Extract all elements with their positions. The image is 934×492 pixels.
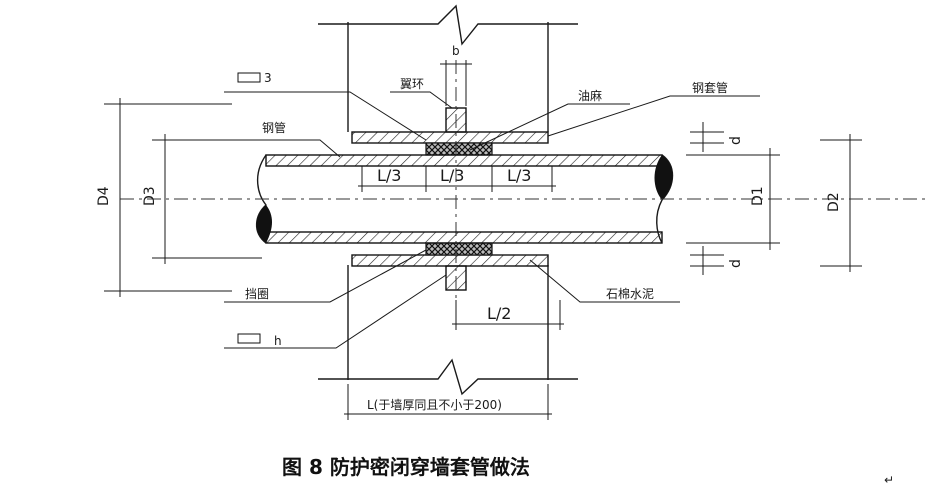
return-mark: ↵ — [884, 473, 894, 487]
packing — [352, 142, 548, 256]
l3-label-2: L/3 — [440, 166, 464, 185]
oakum-label: 油麻 — [578, 88, 602, 103]
wing-ring-label: 翼环 — [400, 77, 424, 91]
l3-label-1: L/3 — [377, 166, 401, 185]
thickness-3-label: 3 — [264, 71, 272, 85]
wall — [318, 4, 578, 396]
l3-label-3: L/3 — [507, 166, 531, 185]
retaining-ring-label: 挡圈 — [245, 287, 269, 301]
b-label: b — [452, 44, 460, 58]
steel-pipe — [120, 154, 930, 244]
l2-dimension: L/2 — [452, 300, 564, 330]
d4-label: D4 — [96, 186, 112, 206]
l-dimension: L(于墙厚同且不小于200) — [344, 384, 552, 420]
d1-label: D1 — [750, 186, 766, 206]
bottom-labels: 挡圈 石棉水泥 h — [224, 249, 680, 349]
left-dimensions: D4 D3 — [96, 98, 262, 297]
b-dimension: b — [440, 44, 472, 106]
right-dimensions: d d D1 D2 — [686, 122, 862, 275]
figure-caption: 图 8 防护密闭穿墙套管做法 — [282, 455, 530, 479]
thickness-h-label: h — [274, 334, 282, 348]
wing-ring — [445, 60, 467, 330]
wall-length-label: L(于墙厚同且不小于200) — [367, 398, 502, 412]
asbestos-cement-label: 石棉水泥 — [606, 287, 654, 301]
d2-label: D2 — [826, 192, 842, 212]
d-top-label: d — [728, 136, 744, 145]
steel-pipe-label: 钢管 — [262, 120, 286, 135]
l2-label: L/2 — [487, 304, 511, 323]
top-labels: 3 翼环 油麻 钢套管 钢管 — [224, 71, 760, 158]
l3-dimension: L/3 L/3 L/3 — [358, 166, 556, 192]
d3-label: D3 — [142, 186, 158, 206]
steel-sleeve-label: 钢套管 — [692, 80, 728, 95]
d-bottom-label: d — [728, 259, 744, 268]
